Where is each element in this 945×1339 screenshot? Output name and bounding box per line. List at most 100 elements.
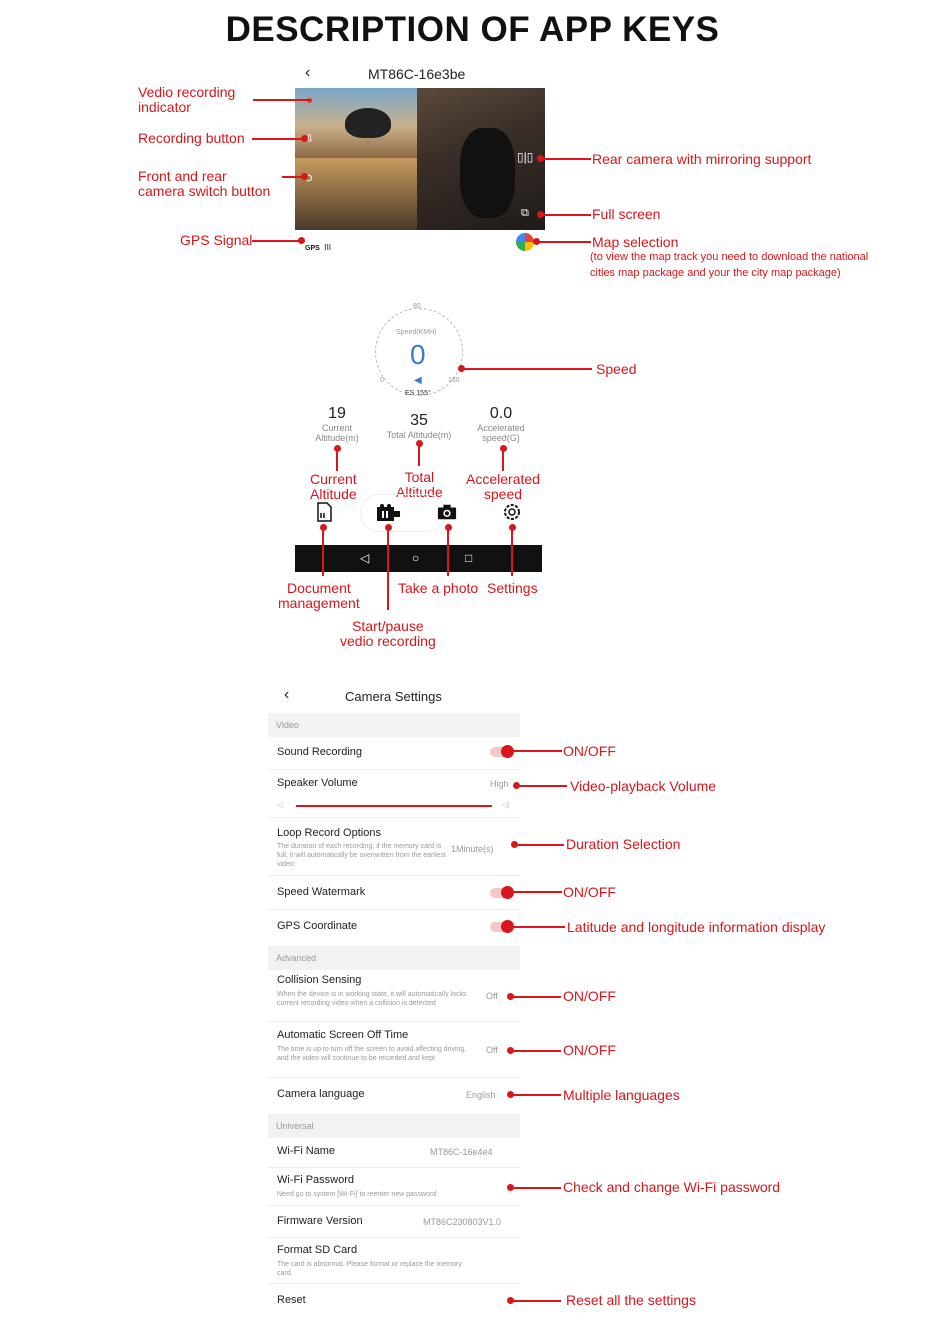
callout-gps-signal: GPS Signal — [180, 232, 253, 248]
callout-rear-camera: Rear camera with mirroring support — [592, 151, 812, 167]
motorcycle-shape — [345, 108, 391, 138]
wifi-name-value[interactable]: MT86C-16e4e4 — [430, 1147, 493, 1157]
row-wifi-name: Wi-Fi Name — [277, 1145, 336, 1157]
callout-switch-button: Front and rear camera switch button — [138, 168, 271, 199]
metric-label: Accelerated speed(G) — [477, 423, 525, 443]
metric-value: 35 — [410, 412, 428, 429]
settings-icon[interactable] — [502, 502, 522, 522]
screen-off-desc: The time is up to turn off the screen to… — [277, 1046, 467, 1062]
collision-desc: When the device is in working state, it … — [277, 991, 467, 1007]
volume-slider[interactable] — [296, 805, 492, 807]
callout-volume: Video-playback Volume — [570, 778, 717, 794]
map-selection-icon[interactable] — [516, 233, 534, 251]
android-nav-bar: ◁ ○ □ — [295, 545, 542, 572]
callout-take-photo: Take a photo — [398, 580, 479, 596]
language-value[interactable]: English — [466, 1090, 496, 1100]
row-loop-record: Loop Record Options — [277, 827, 381, 839]
pause-record-icon[interactable] — [376, 503, 402, 523]
callout-screen-off-onoff: ON/OFF — [563, 1042, 616, 1058]
volume-high-icon: ◁) — [502, 802, 510, 809]
metric-label: Total Altitude(m) — [386, 430, 452, 440]
device-title: MT86C-16e3be — [368, 66, 466, 82]
nav-back-icon[interactable]: ◁ — [360, 551, 370, 565]
wifi-password-desc: Need go to system [Wi-Fi] to reenter new… — [277, 1191, 437, 1198]
nav-home-icon[interactable]: ○ — [412, 551, 420, 565]
document-icon[interactable] — [314, 502, 334, 522]
speed-watermark-toggle[interactable] — [490, 886, 514, 899]
row-collision-sensing: Collision Sensing — [277, 974, 362, 986]
nav-recents-icon[interactable]: □ — [465, 551, 473, 565]
callout-current-altitude: Current Altitude — [310, 471, 357, 502]
gauge-title: Speed(KMH) — [396, 329, 437, 336]
settings-back-icon[interactable]: ‹ — [284, 686, 290, 703]
row-speaker-volume: Speaker Volume — [277, 777, 358, 789]
section-video: Video — [268, 713, 520, 737]
row-gps-coordinate: GPS Coordinate — [277, 920, 358, 932]
callout-wifi-password: Check and change Wi-Fi password — [563, 1179, 781, 1195]
callout-document-management: Document management — [278, 580, 360, 611]
callout-map-selection: Map selection — [592, 234, 679, 250]
callout-languages: Multiple languages — [563, 1087, 680, 1103]
page-title: DESCRIPTION OF APP KEYS — [225, 10, 720, 49]
callout-gps-coordinate: Latitude and longitude information displ… — [567, 919, 826, 935]
fullscreen-icon[interactable]: ⧉ — [521, 207, 529, 219]
row-format-sd[interactable]: Format SD Card — [277, 1244, 358, 1256]
format-sd-desc: The card is abnormal. Please format or r… — [277, 1261, 462, 1277]
heading-arrow-icon: ◀ — [414, 375, 422, 386]
row-firmware-version: Firmware Version — [277, 1215, 363, 1227]
callout-watermark-onoff: ON/OFF — [563, 884, 616, 900]
settings-title: Camera Settings — [345, 689, 442, 704]
row-sound-recording: Sound Recording — [277, 746, 363, 758]
gauge-max-tick: 160 — [448, 377, 460, 384]
metric-accelerated-speed: 0.0 Accelerated speed(G) — [470, 405, 532, 443]
tab-bar-pill — [360, 494, 446, 532]
row-screen-off: Automatic Screen Off Time — [277, 1029, 409, 1041]
callout-sound-onoff: ON/OFF — [563, 743, 616, 759]
back-icon[interactable]: ‹ — [305, 64, 311, 81]
sound-recording-toggle[interactable] — [490, 745, 514, 758]
collision-value[interactable]: Off — [486, 991, 498, 1001]
section-advanced: Advanced — [268, 946, 520, 970]
gauge-mid-tick: 80 — [413, 303, 421, 310]
loop-record-value[interactable]: 1Minute(s) — [451, 844, 494, 854]
firmware-value: MT86C230803V1.0 — [423, 1217, 502, 1227]
row-camera-language: Camera language — [277, 1088, 365, 1100]
row-wifi-password[interactable]: Wi-Fi Password — [277, 1174, 355, 1186]
speaker-volume-value[interactable]: High — [490, 779, 509, 789]
callout-map-note: (to view the map track you need to downl… — [590, 251, 869, 279]
gps-label: GPS — [305, 245, 320, 252]
callout-rec-button: Recording button — [138, 130, 245, 146]
callout-reset: Reset all the settings — [566, 1292, 696, 1308]
speed-value: 0 — [410, 339, 426, 370]
camera-preview[interactable]: ⇩ ⟲ ▯|▯ ⧉ — [295, 88, 545, 230]
row-reset[interactable]: Reset — [277, 1294, 306, 1306]
loop-record-desc: The duration of each recording, if the m… — [277, 843, 446, 868]
gps-coordinate-toggle[interactable] — [490, 920, 514, 933]
switch-camera-icon[interactable]: ⟲ — [303, 173, 313, 185]
gps-bars-icon: III — [324, 243, 331, 252]
callout-rec-indicator: Vedio recording indicator — [138, 84, 236, 115]
metric-total-altitude: 35 Total Altitude(m) — [378, 412, 460, 440]
record-button-icon[interactable]: ⇩ — [305, 133, 315, 145]
metric-value: 0.0 — [489, 405, 513, 422]
motorcycle-rear-shape — [460, 128, 515, 218]
section-universal: Universal — [268, 1114, 520, 1138]
camera-icon[interactable] — [437, 502, 457, 522]
callout-start-pause: Start/pause vedio recording — [340, 618, 436, 649]
row-speed-watermark: Speed Watermark — [277, 886, 366, 898]
front-camera-feed-mirrored — [295, 158, 417, 230]
callout-accelerated-speed: Accelerated speed — [466, 471, 540, 502]
metric-label: Current Altitude(m) — [315, 423, 359, 443]
callout-settings: Settings — [487, 580, 538, 596]
mirror-icon[interactable]: ▯|▯ — [517, 150, 534, 164]
volume-low-icon: ◁ — [277, 802, 283, 809]
callout-collision-onoff: ON/OFF — [563, 988, 616, 1004]
callout-speed: Speed — [596, 361, 637, 377]
speed-gauge: 80 Speed(KMH) 0 0 160 ◀ ES 155° — [375, 303, 463, 397]
metric-current-altitude: 19 Current Altitude(m) — [305, 405, 369, 443]
callout-duration: Duration Selection — [566, 836, 681, 852]
screen-off-value[interactable]: Off — [486, 1045, 498, 1055]
gauge-heading: ES 155° — [405, 390, 431, 397]
gps-signal: GPS III — [305, 237, 331, 255]
metric-value: 19 — [328, 405, 346, 422]
